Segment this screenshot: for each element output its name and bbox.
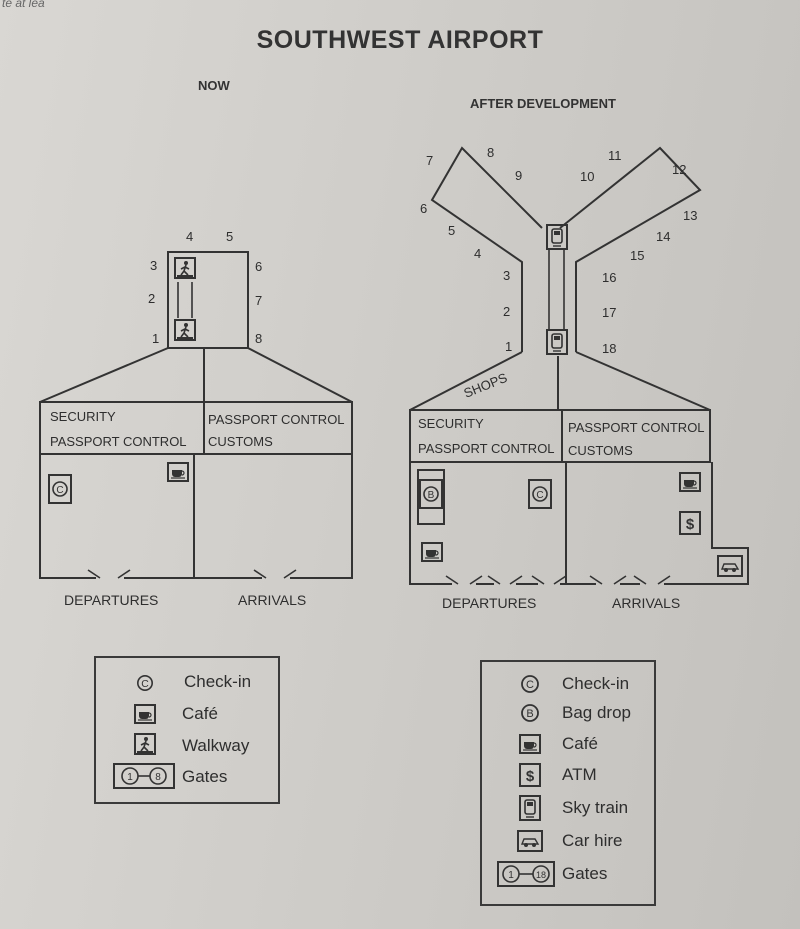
after-gate-16: 16 — [602, 270, 616, 285]
after-gate-10: 10 — [580, 169, 594, 184]
check-in-icon — [528, 479, 552, 509]
cafe-icon — [421, 542, 443, 562]
check-in-icon — [48, 474, 72, 504]
now-gate-1: 1 — [152, 331, 159, 346]
after-legend — [480, 660, 656, 906]
now-label: NOW — [198, 78, 230, 93]
after-gate-11: 11 — [608, 148, 622, 163]
after-gate-9: 9 — [515, 168, 522, 183]
after-customs-label: CUSTOMS — [568, 443, 633, 458]
now-gate-8: 8 — [255, 331, 262, 346]
legend-label: Check-in — [184, 672, 252, 691]
after-gate-3: 3 — [503, 268, 510, 283]
after-gate-18: 18 — [602, 341, 616, 356]
after-gate-17: 17 — [602, 305, 616, 320]
now-security-label: SECURITY — [50, 409, 116, 424]
after-plan: SHOPS SECURITY PASSPORT CONTROL PASSPORT… — [409, 145, 749, 611]
legend-label: ATM — [562, 765, 597, 784]
now-gate-5: 5 — [226, 229, 233, 244]
now-passport-right-label: PASSPORT CONTROL — [208, 412, 345, 427]
now-pier — [167, 251, 249, 349]
now-gate-6: 6 — [255, 259, 262, 274]
now-passport-label: PASSPORT CONTROL — [50, 434, 187, 449]
after-pier — [430, 146, 702, 352]
after-gate-12: 12 — [672, 162, 686, 177]
cafe-icon — [167, 462, 189, 482]
legend-label: Check-in — [562, 674, 630, 693]
legend-label: Café — [182, 704, 218, 723]
legend-label: Car hire — [562, 831, 623, 850]
legend-label: Café — [562, 734, 598, 753]
after-gate-1: 1 — [505, 339, 512, 354]
shops-label: SHOPS — [462, 370, 510, 401]
now-gate-3: 3 — [150, 258, 157, 273]
corner-text: te at lea — [2, 0, 45, 10]
after-gate-7: 7 — [426, 153, 433, 168]
atm-icon — [679, 511, 701, 535]
after-departures-label: DEPARTURES — [442, 595, 536, 611]
now-legend — [94, 656, 280, 804]
now-departures-label: DEPARTURES — [64, 592, 158, 608]
now-gate-4: 4 — [186, 229, 193, 244]
legend-label: Sky train — [562, 798, 629, 817]
cafe-icon — [679, 472, 701, 492]
after-gate-6: 6 — [420, 201, 427, 216]
legend-label: Gates — [182, 767, 228, 786]
diagram-title: SOUTHWEST AIRPORT — [256, 26, 544, 54]
after-passport-right-label: PASSPORT CONTROL — [568, 420, 705, 435]
now-arrivals-label: ARRIVALS — [238, 592, 306, 608]
car-hire-icon — [717, 555, 743, 577]
after-arrivals-label: ARRIVALS — [612, 595, 680, 611]
now-plan: SECURITY PASSPORT CONTROL PASSPORT CONTR… — [39, 229, 353, 608]
legend-label: Bag drop — [562, 703, 631, 722]
after-gate-8: 8 — [487, 145, 494, 160]
walkway-icon — [174, 257, 196, 279]
after-gate-14: 14 — [656, 229, 670, 244]
sky-train-icon — [546, 329, 568, 355]
after-label: AFTER DEVELOPMENT — [470, 96, 616, 111]
after-security-label: SECURITY — [418, 416, 484, 431]
after-gate-15: 15 — [630, 248, 644, 263]
now-gate-7: 7 — [255, 293, 262, 308]
now-customs-label: CUSTOMS — [208, 434, 273, 449]
sky-train-icon — [546, 224, 568, 250]
legend-label: Gates — [562, 864, 608, 883]
after-gate-5: 5 — [448, 223, 455, 238]
now-gate-2: 2 — [148, 291, 155, 306]
after-gate-2: 2 — [503, 304, 510, 319]
after-gate-13: 13 — [683, 208, 697, 223]
legend-label: Walkway — [182, 736, 250, 755]
walkway-icon — [174, 319, 196, 341]
after-passport-label: PASSPORT CONTROL — [418, 441, 555, 456]
after-gate-4: 4 — [474, 246, 481, 261]
bag-drop-icon — [419, 479, 443, 509]
